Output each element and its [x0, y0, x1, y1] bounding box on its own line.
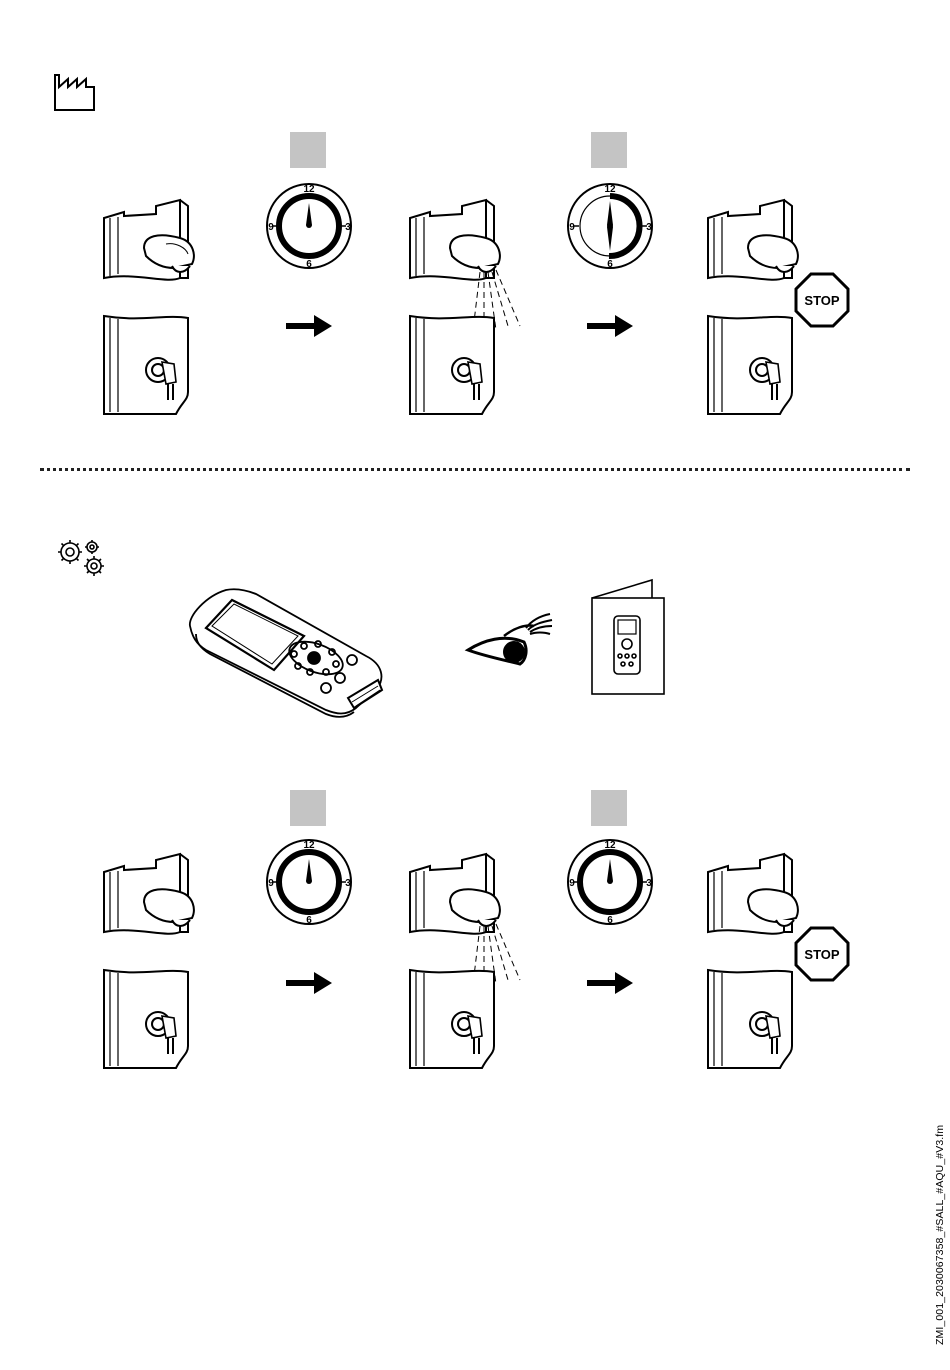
dial-label-12: 12 — [604, 840, 616, 851]
dial-label-6: 6 — [306, 259, 312, 270]
factory-icon — [52, 72, 98, 112]
timer-dial-running: 12 9 3 6 — [565, 181, 655, 271]
remote-control-icon — [186, 586, 386, 718]
dial-label-3: 3 — [345, 878, 351, 889]
dial-label-9: 9 — [268, 878, 274, 889]
timer-dial: 12 9 3 6 — [264, 837, 354, 927]
dial-label-9: 9 — [569, 222, 575, 233]
stop-sign-text: STOP — [804, 947, 839, 962]
dial-label-12: 12 — [604, 184, 616, 195]
right-arrow-icon — [585, 313, 635, 339]
right-arrow-icon — [284, 970, 334, 996]
stop-sign-icon: STOP — [794, 272, 850, 328]
dial-label-9: 9 — [268, 222, 274, 233]
dial-label-12: 12 — [303, 184, 315, 195]
step-marker-box — [591, 132, 627, 168]
faucet-illustration-idle — [96, 846, 216, 1072]
right-arrow-icon — [284, 313, 334, 339]
stop-sign-text: STOP — [804, 293, 839, 308]
right-arrow-icon — [585, 970, 635, 996]
document-code: ZMI_001_2030067358_#SALL_#AQU_#V3.fm — [934, 1125, 946, 1345]
stop-sign-icon: STOP — [794, 926, 850, 982]
dial-label-3: 3 — [646, 222, 652, 233]
dial-label-3: 3 — [646, 878, 652, 889]
dial-label-9: 9 — [569, 878, 575, 889]
eye-icon — [464, 610, 556, 670]
timer-dial: 12 9 3 6 — [565, 837, 655, 927]
faucet-illustration-flowing — [402, 846, 532, 1072]
dial-label-12: 12 — [303, 840, 315, 851]
timer-dial: 12 9 3 6 — [264, 181, 354, 271]
faucet-illustration-flowing — [402, 192, 532, 418]
dial-label-6: 6 — [306, 915, 312, 926]
section-divider — [40, 468, 910, 471]
dial-label-6: 6 — [607, 259, 613, 270]
faucet-spout-housing — [104, 200, 194, 280]
dial-label-3: 3 — [345, 222, 351, 233]
dial-label-6: 6 — [607, 915, 613, 926]
step-marker-box — [591, 790, 627, 826]
manual-booklet-icon — [588, 578, 666, 696]
faucet-valve-housing — [104, 316, 188, 414]
faucet-illustration-idle — [96, 192, 216, 418]
gears-icon — [54, 536, 110, 578]
step-marker-box — [290, 132, 326, 168]
step-marker-box — [290, 790, 326, 826]
